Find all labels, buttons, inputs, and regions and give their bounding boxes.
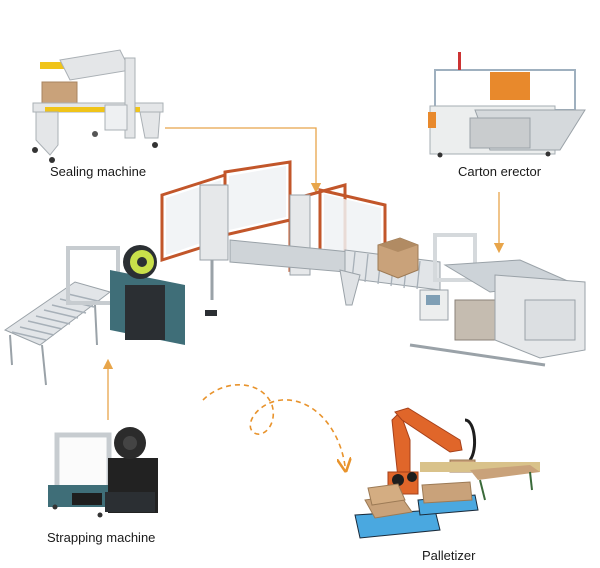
sealing-arrow bbox=[165, 127, 322, 194]
carton-erector-label: Carton erector bbox=[458, 164, 542, 179]
sealing-machine-label: Sealing machine bbox=[50, 164, 147, 179]
strapping-machine-label: Strapping machine bbox=[47, 530, 156, 545]
palletizer-dashed-arrow bbox=[202, 384, 345, 466]
palletizer-label: Palletizer bbox=[422, 548, 476, 563]
